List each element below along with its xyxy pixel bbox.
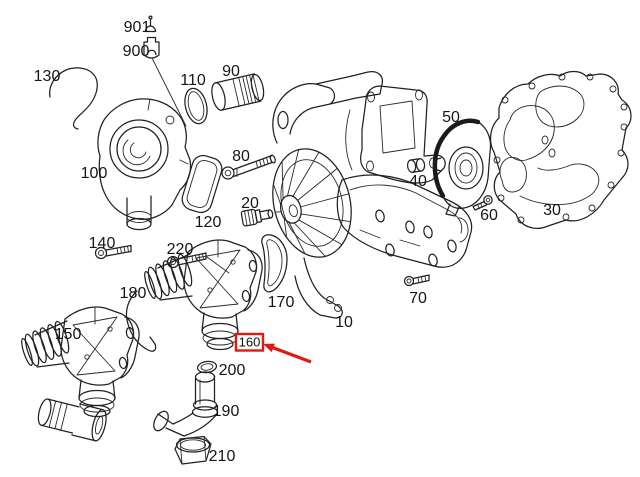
part-label-130: 130 [34, 68, 61, 85]
part-label-120: 120 [195, 214, 222, 231]
part-80-bolt-drawing [221, 154, 276, 180]
part-180-wire-drawing [125, 290, 157, 352]
part-label-100: 100 [81, 165, 108, 182]
part-40-bushing-drawing [406, 158, 426, 173]
highlight-arrow-head [263, 343, 275, 353]
part-70-bolt-drawing [403, 274, 430, 287]
part-label-140: 140 [89, 235, 116, 252]
part-150-housing-drawing [19, 306, 140, 442]
part-130-wire-clip-drawing [49, 67, 98, 130]
part-210-nut-drawing [174, 435, 212, 465]
part-140-bolt-drawing [94, 244, 132, 260]
part-label-190: 190 [213, 403, 240, 420]
part-label-170: 170 [268, 294, 295, 311]
part-90-sleeve-drawing [211, 73, 265, 111]
highlight-box [234, 332, 265, 352]
part-label-180: 180 [120, 285, 147, 302]
part-label-30: 30 [543, 202, 561, 219]
part-label-200: 200 [219, 362, 246, 379]
part-label-900: 900 [123, 43, 150, 60]
part-170-gasket-drawing [261, 234, 288, 293]
part-10-pump-body-drawing [272, 70, 473, 319]
part-label-110: 110 [180, 72, 206, 89]
part-120-gasket-drawing [181, 154, 223, 214]
part-label-50: 50 [442, 109, 460, 126]
part-label-60: 60 [480, 207, 498, 224]
part-label-70: 70 [409, 290, 427, 307]
part-label-40: 40 [409, 173, 427, 190]
part-label-20: 20 [241, 195, 259, 212]
part-label-220: 220 [167, 241, 194, 258]
part-900-sensor-drawing [143, 36, 187, 127]
part-label-90: 90 [222, 63, 240, 80]
part-901-screw-drawing [144, 15, 157, 33]
highlight-arrow-shaft [269, 345, 312, 364]
part-label-901: 901 [124, 19, 151, 36]
part-20-plug-drawing [240, 208, 274, 227]
part-label-160-highlighted: 160 [239, 335, 261, 350]
part-label-80: 80 [232, 148, 250, 165]
part-100-housing-drawing [97, 98, 192, 231]
part-50-seal-drawing [432, 118, 492, 217]
part-label-210: 210 [209, 448, 236, 465]
part-190-elbow-drawing [153, 371, 219, 437]
part-160-housing-drawing [144, 239, 263, 351]
part-110-oring-drawing [184, 87, 208, 125]
part-60-bolt-drawing [472, 195, 493, 211]
part-30-gasket-drawing [489, 70, 632, 229]
part-label-150: 150 [55, 326, 82, 343]
part-label-10: 10 [335, 314, 353, 331]
